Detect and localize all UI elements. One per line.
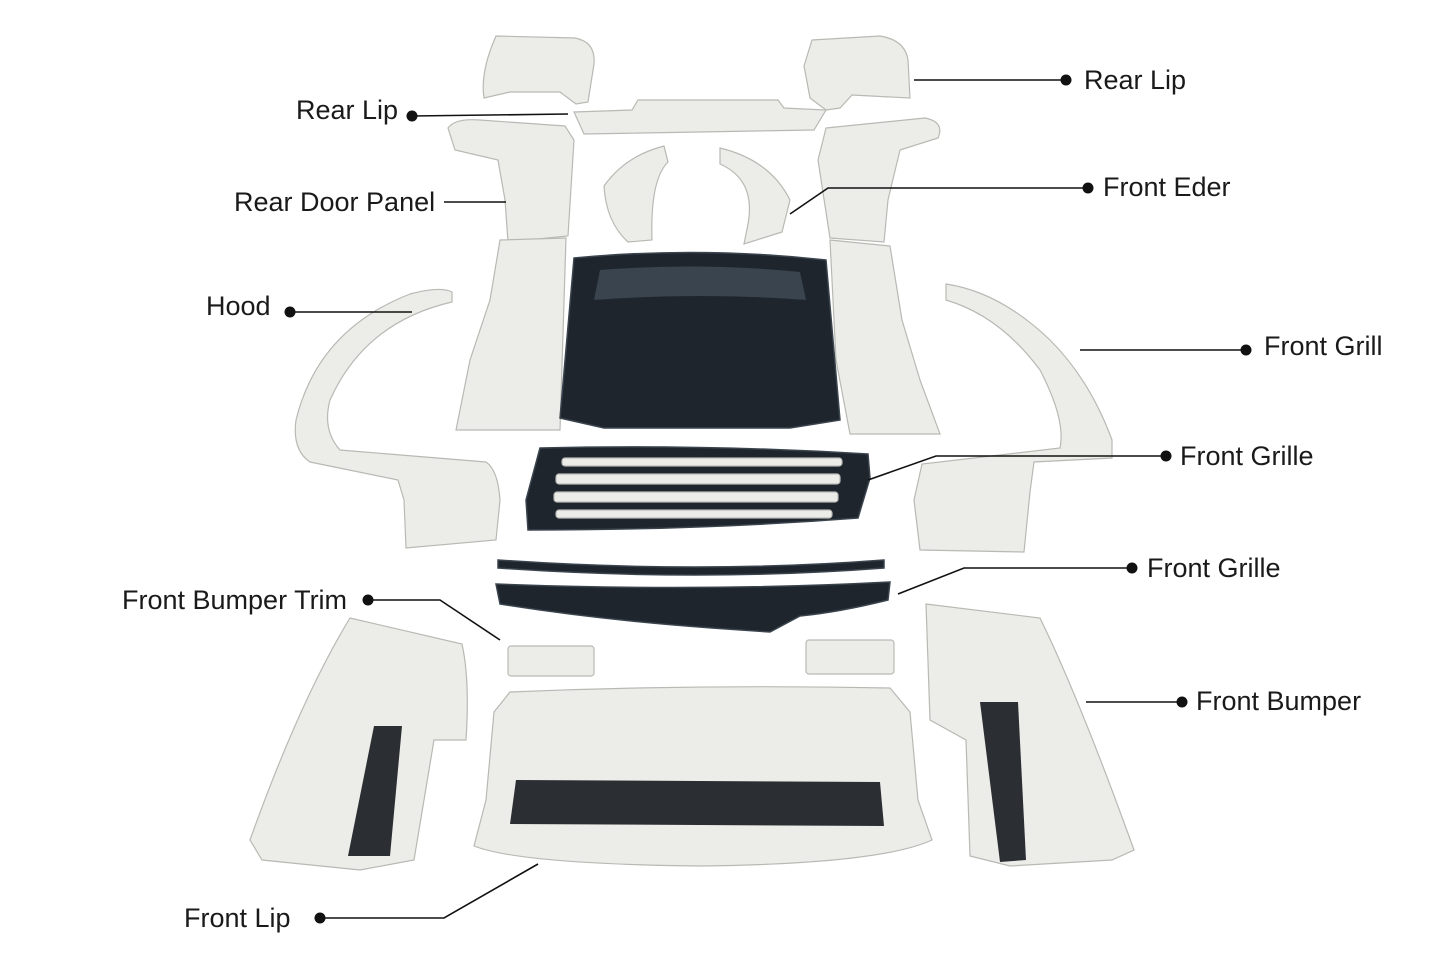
rear-corner-piece-left — [482, 35, 595, 105]
fender-flare-left — [294, 288, 501, 549]
front-eder-right — [719, 147, 791, 245]
label-front-lip: Front Lip — [184, 903, 291, 933]
front-grille-strip-thin — [497, 559, 885, 576]
bumper-vent-right — [980, 702, 1026, 862]
leader-front-bumper-trim — [368, 599, 501, 641]
leader-front-eder — [789, 187, 1088, 215]
front-grille-upper-panel — [525, 446, 871, 531]
leader-front-lip — [320, 863, 539, 919]
label-front-grille-upper: Front Grille — [1180, 441, 1314, 471]
label-hood: Hood — [206, 291, 271, 321]
bumper-vent-left — [348, 726, 402, 856]
rear-door-panel-right-upper — [817, 117, 941, 243]
rear-door-panel-left-lower — [455, 237, 567, 431]
label-front-grille-lower: Front Grille — [1147, 553, 1281, 583]
front-lip-center — [473, 686, 933, 867]
leader-rear-lip-left — [411, 113, 569, 117]
label-rear-lip-left: Rear Lip — [296, 95, 399, 125]
dot-rear-lip-left — [406, 110, 418, 122]
grille-slats — [553, 457, 843, 519]
label-front-bumper-trim: Front Bumper Trim — [122, 585, 348, 615]
label-front-grill: Front Grill — [1264, 331, 1383, 361]
front-eder-left — [603, 145, 669, 243]
front-lip-mesh — [510, 780, 884, 826]
bumper-trim-right — [805, 639, 895, 675]
dot-front-grille-lower — [1126, 562, 1138, 574]
dot-front-bumper-trim — [362, 594, 374, 606]
fender-flare-right — [913, 283, 1113, 553]
rear-door-panel-left-upper — [447, 119, 575, 243]
label-front-eder: Front Eder — [1103, 172, 1231, 202]
dot-hood — [284, 306, 296, 318]
dot-front-bumper — [1176, 696, 1188, 708]
front-bumper-side-right — [925, 603, 1135, 867]
hood-scoop — [594, 266, 806, 300]
dot-front-grill — [1240, 344, 1252, 356]
dot-rear-lip-right — [1060, 74, 1072, 86]
rear-door-panel-right-lower — [829, 239, 941, 435]
label-rear-door-panel: Rear Door Panel — [234, 187, 436, 217]
bumper-trim-left — [507, 645, 595, 677]
front-grille-strip-thick — [495, 581, 891, 633]
leader-front-grille-upper — [867, 455, 1166, 481]
leader-front-grille-lower — [897, 567, 1132, 595]
label-front-bumper: Front Bumper — [1196, 686, 1362, 716]
rear-center-lip — [573, 99, 828, 135]
front-bumper-side-left — [249, 617, 468, 871]
label-rear-lip-right: Rear Lip — [1084, 65, 1187, 95]
dot-front-eder — [1082, 182, 1094, 194]
dot-front-grille-upper — [1160, 450, 1172, 462]
dot-front-lip — [314, 912, 326, 924]
rear-corner-piece-right — [803, 35, 911, 111]
